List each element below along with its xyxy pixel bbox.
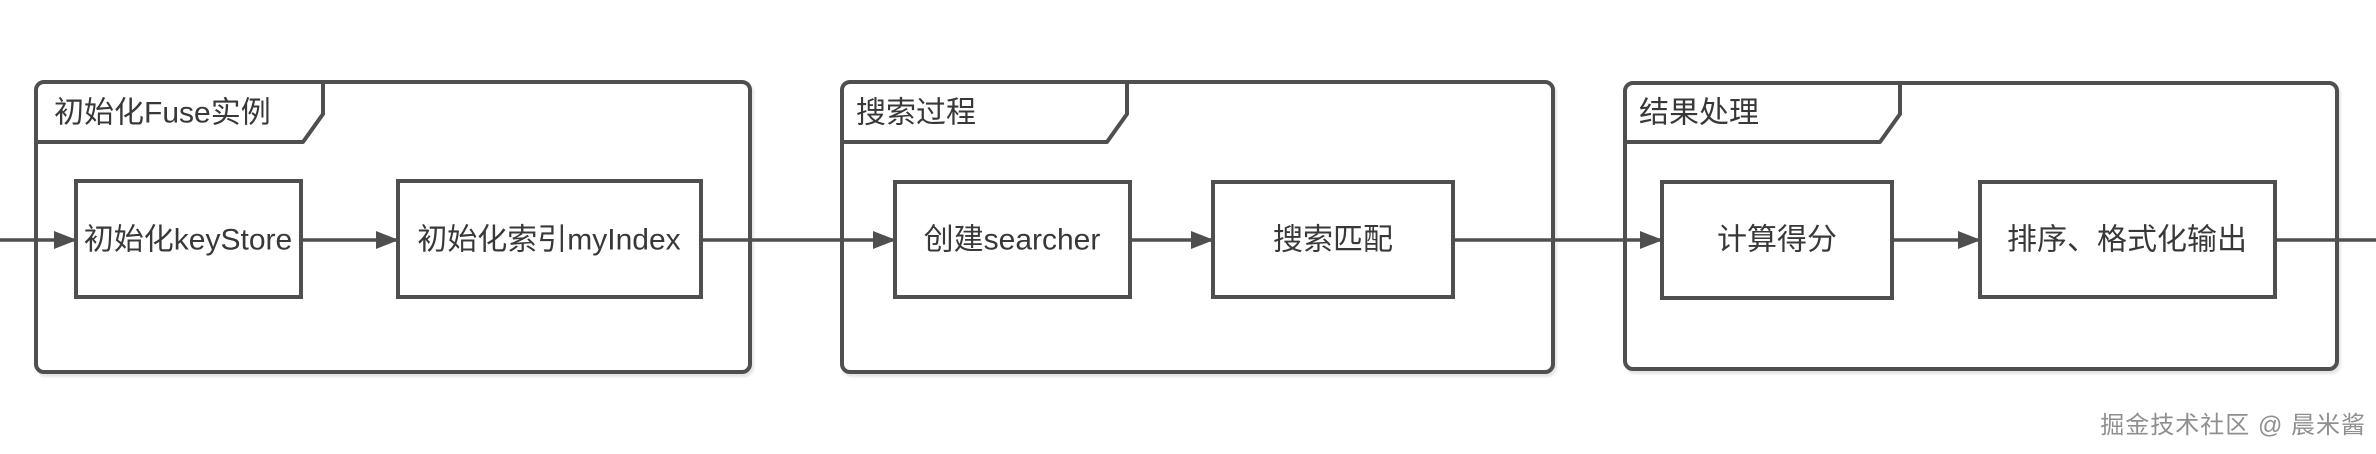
node-label-search-match: 搜索匹配: [1273, 224, 1393, 257]
watermark: 掘金技术社区 @ 晨米酱: [2100, 412, 2366, 439]
node-label-sort-format-output: 排序、格式化输出: [2007, 224, 2247, 257]
node-init-index-myindex: [396, 179, 703, 299]
node-create-searcher: [893, 180, 1132, 299]
frame-search-process: [840, 80, 1555, 374]
frame-label-result-handling: 结果处理: [1639, 97, 1759, 130]
node-sort-format-output: [1978, 180, 2277, 299]
frame-label-search-process: 搜索过程: [856, 97, 976, 130]
node-label-init-keystore: 初始化keyStore: [84, 224, 292, 257]
frame-search-process-tab: [842, 84, 1129, 144]
node-label-create-searcher: 创建searcher: [924, 224, 1101, 257]
node-compute-score: [1660, 180, 1894, 300]
node-init-keystore: [74, 179, 303, 299]
frame-result-handling-tab: [1625, 85, 1902, 144]
frame-init-fuse-instance-tab: [36, 84, 325, 144]
node-label-compute-score: 计算得分: [1717, 224, 1837, 257]
frame-init-fuse-instance: [34, 80, 752, 374]
frame-label-init-fuse-instance: 初始化Fuse实例: [54, 97, 271, 130]
node-label-init-index-myindex: 初始化索引myIndex: [417, 224, 680, 257]
node-search-match: [1211, 180, 1455, 299]
